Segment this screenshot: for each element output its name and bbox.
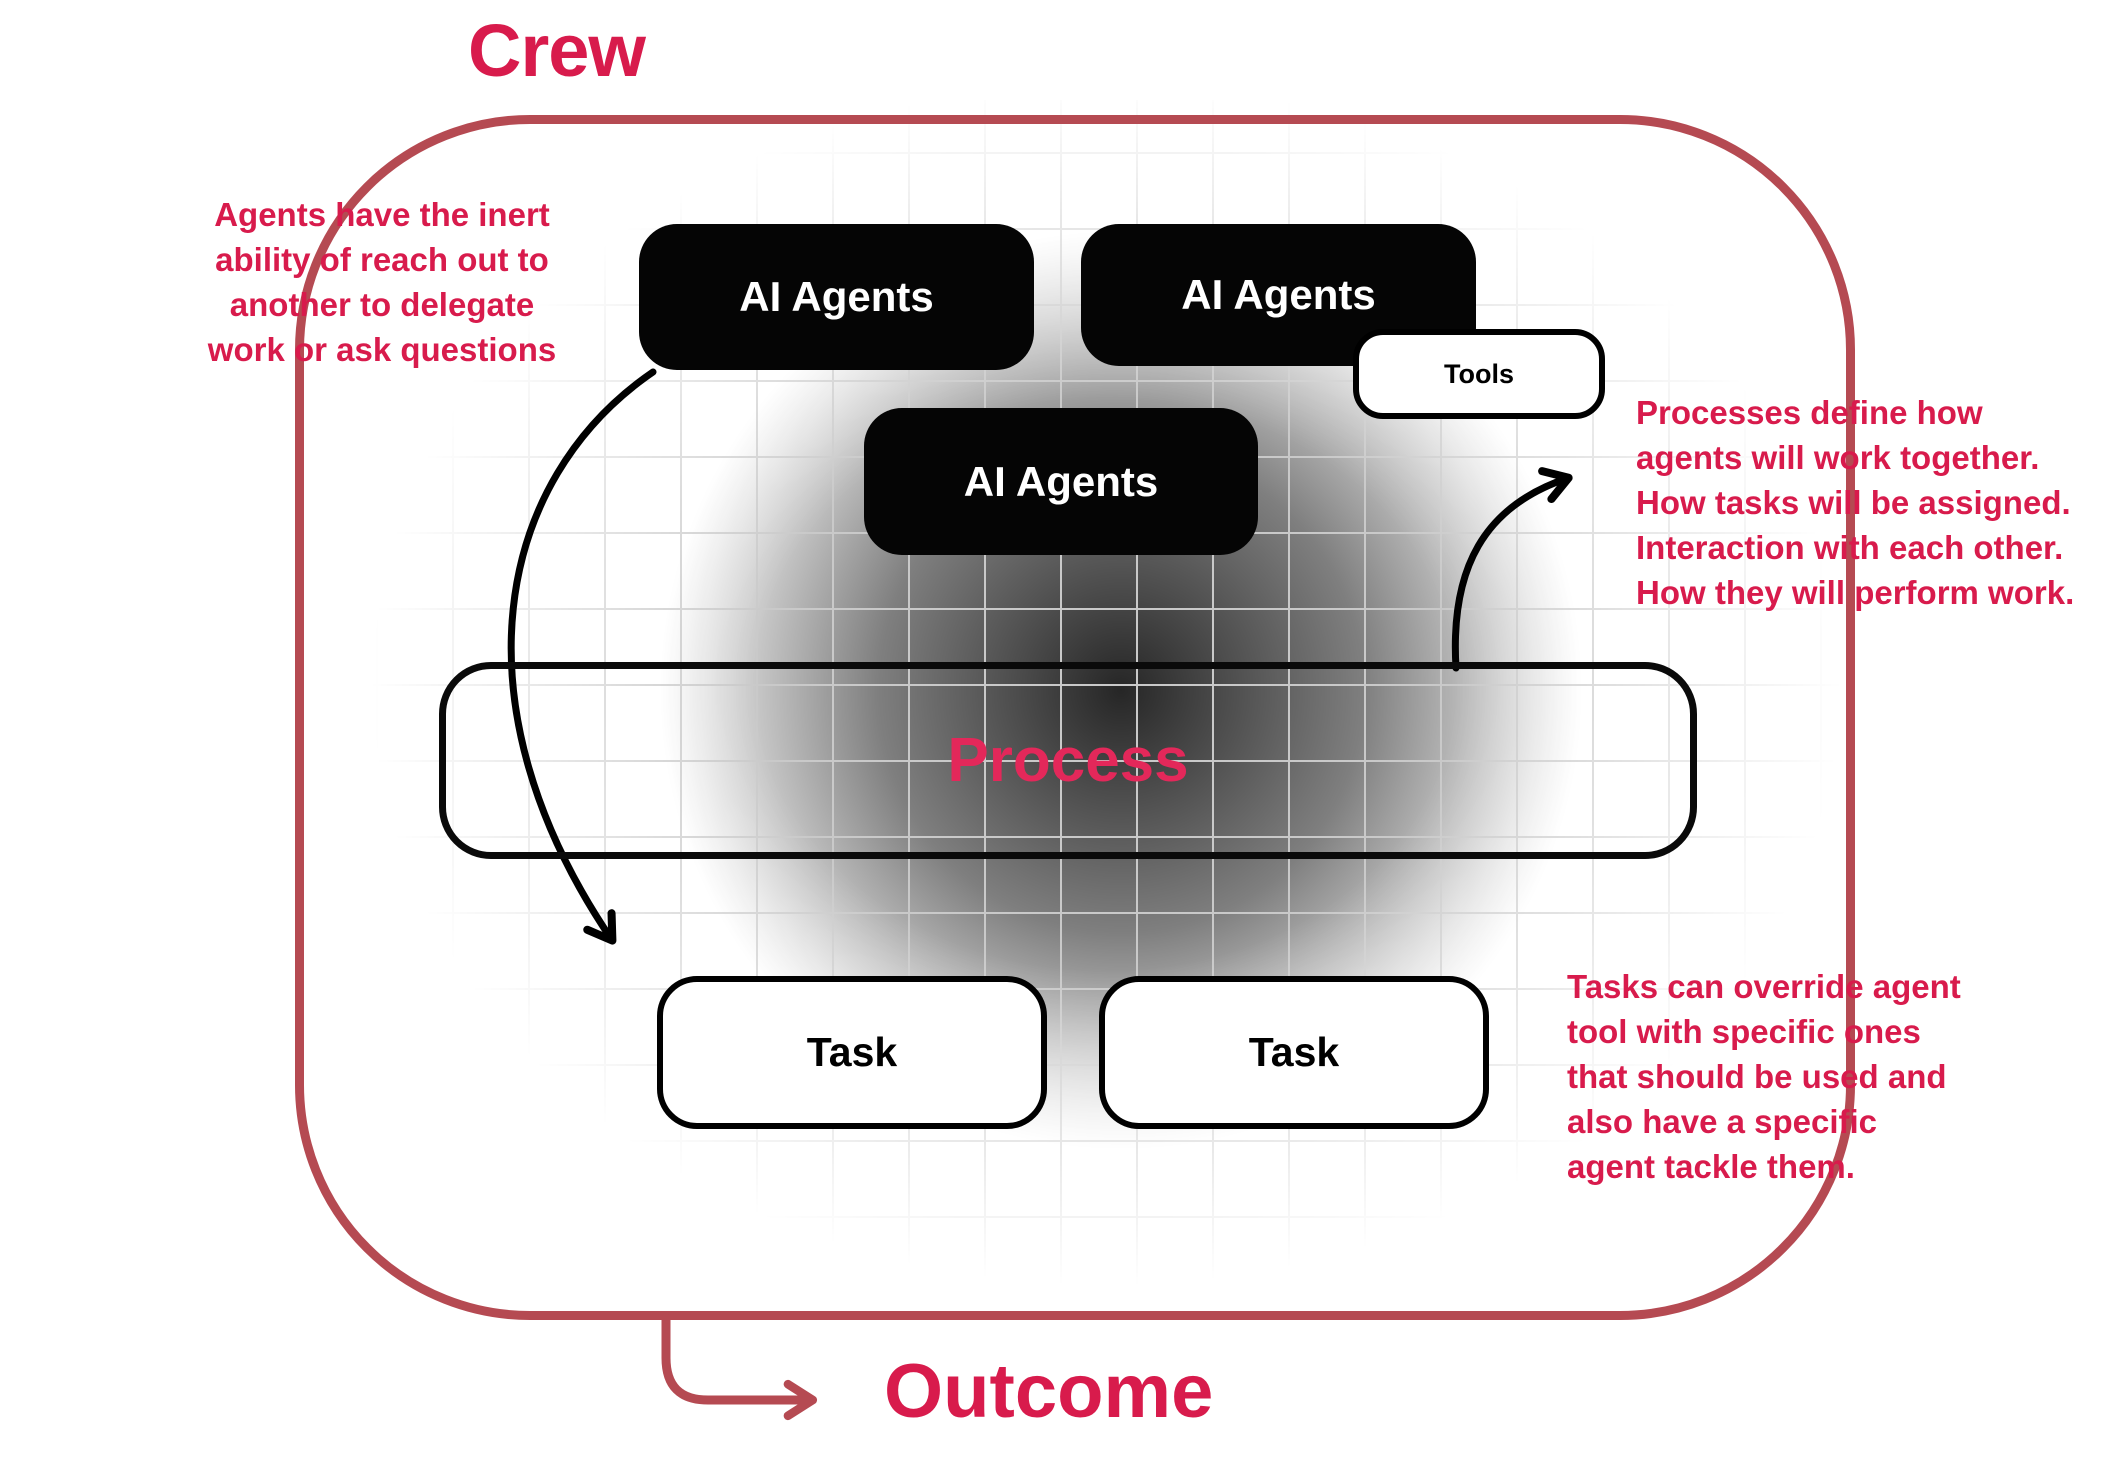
process-box: Process [439,662,1697,859]
annotation-left-line-1: Agents have the inert [214,196,550,233]
outcome-label: Outcome [884,1349,1214,1434]
annotation-tasks-line-5: agent tackle them. [1567,1148,1855,1185]
annotation-left-line-2: ability of reach out to [215,241,549,278]
annotation-tasks-line-1: Tasks can override agent [1567,968,1961,1005]
process-label: Process [947,726,1189,795]
task-label-1: Task [806,1029,898,1075]
task-box-1: Task [657,976,1047,1129]
task-box-2: Task [1099,976,1489,1129]
annotation-tasks-line-4: also have a specific [1567,1103,1878,1140]
annotation-process-line-4: Interaction with each other. [1636,529,2064,566]
annotation-process: Processes define how agents will work to… [1636,390,2074,615]
crew-boundary [295,115,1855,1320]
crew-title: Crew [468,9,646,92]
annotation-left-line-3: another to delegate [229,286,535,323]
annotation-process-line-5: How they will perform work. [1636,574,2075,611]
ai-agents-label-3: AI Agents [963,457,1159,505]
ai-agents-box-1: AI Agents [639,224,1034,370]
tools-box: Tools [1353,329,1605,419]
ai-agents-box-3: AI Agents [864,408,1258,555]
annotation-process-line-3: How tasks will be assigned. [1636,484,2071,521]
annotation-left: Agents have the inert ability of reach o… [172,192,592,372]
annotation-tasks-line-3: that should be used and [1567,1058,1947,1095]
annotation-tasks: Tasks can override agent tool with speci… [1567,964,1961,1189]
tools-label: Tools [1444,358,1514,389]
task-label-2: Task [1248,1029,1340,1075]
annotation-process-line-2: agents will work together. [1636,439,2040,476]
annotation-tasks-line-2: tool with specific ones [1567,1013,1921,1050]
ai-agents-label-1: AI Agents [739,273,934,320]
ai-agents-label-2: AI Agents [1181,271,1376,318]
annotation-left-line-4: work or ask questions [207,331,557,368]
annotation-process-line-1: Processes define how [1636,394,1983,431]
